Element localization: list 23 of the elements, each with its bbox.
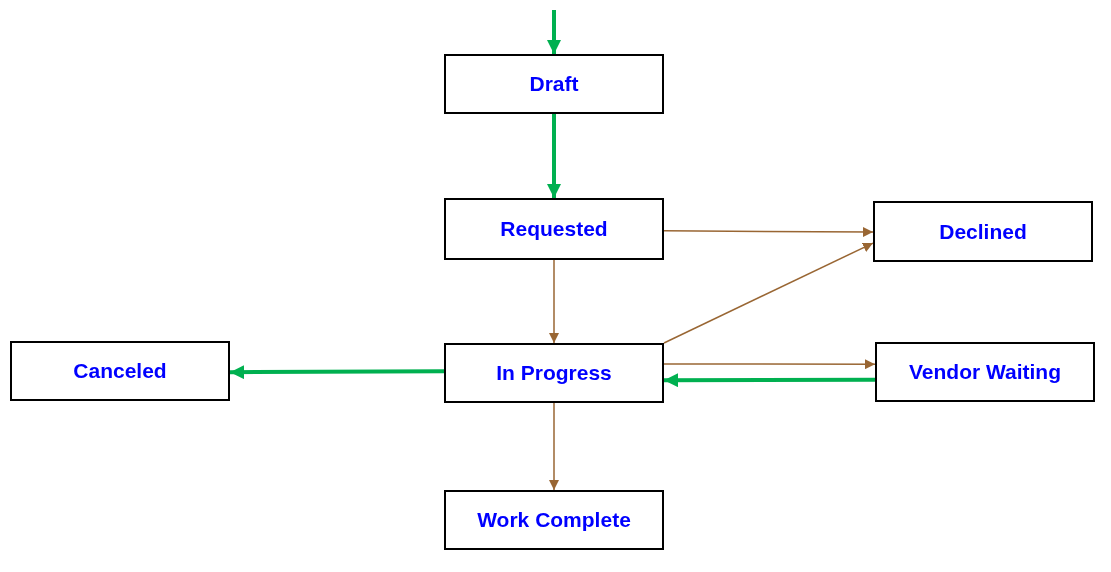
state-box (444, 198, 664, 260)
arrow (547, 114, 561, 198)
arrow (549, 259, 559, 344)
state-box (873, 201, 1093, 262)
state-label: Work Complete (477, 508, 631, 532)
arrow (549, 402, 559, 491)
state-label: Draft (529, 72, 579, 96)
state-label: In Progress (496, 361, 612, 385)
state-box (875, 342, 1095, 402)
state-box (444, 343, 664, 403)
arrow (547, 10, 561, 54)
state-label: Canceled (73, 359, 167, 383)
state-label: Requested (500, 217, 608, 241)
arrow (663, 227, 874, 238)
state-label: Vendor Waiting (908, 360, 1062, 384)
state-box (10, 341, 230, 401)
arrow (230, 365, 444, 380)
state-label: Declined (939, 219, 1027, 244)
state-box (444, 54, 664, 114)
arrow (663, 359, 876, 370)
state-box (444, 490, 664, 550)
arrow (664, 373, 875, 388)
arrow (663, 242, 874, 344)
